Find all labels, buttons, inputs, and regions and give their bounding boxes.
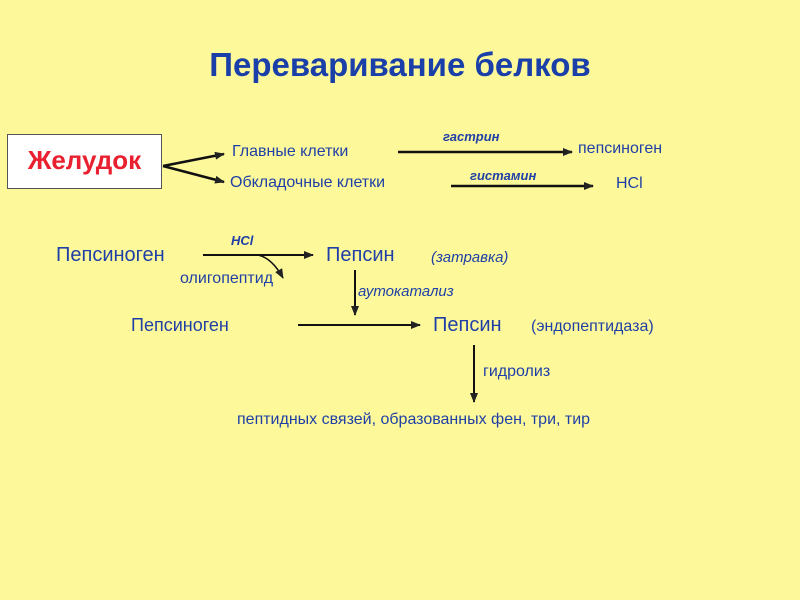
fork-arrow-down bbox=[162, 164, 225, 184]
histamine-label: гистамин bbox=[470, 168, 537, 183]
oligopeptide-branch-arrow bbox=[257, 254, 284, 279]
oligopeptide-label: олигопептид bbox=[180, 270, 274, 287]
hydrolysis-label: гидролиз bbox=[483, 363, 551, 380]
pepsin-1-label: Пепсин bbox=[326, 244, 395, 266]
fork-arrow-up bbox=[162, 151, 225, 168]
hcl-product-label: HCl bbox=[616, 175, 643, 192]
pepsinogen-2-label: Пепсиноген bbox=[131, 315, 229, 335]
autocatalysis-label: аутокатализ bbox=[358, 283, 454, 300]
pepsin-2-label: Пепсин bbox=[433, 314, 502, 336]
page-title: Переваривание белков bbox=[209, 46, 591, 83]
pepsinogen-product-label: пепсиноген bbox=[578, 140, 663, 157]
parietal-cells-label: Обкладочные клетки bbox=[230, 174, 386, 191]
endopeptidase-label: (эндопептидаза) bbox=[531, 318, 654, 335]
chief-cells-label: Главные клетки bbox=[232, 143, 349, 160]
hcl-activator-label: HCl bbox=[231, 233, 254, 248]
stomach-label: Желудок bbox=[27, 145, 142, 175]
stomach-box: Желудок bbox=[7, 134, 162, 189]
primer-label: (затравка) bbox=[431, 249, 509, 266]
gastrin-label: гастрин bbox=[443, 129, 500, 144]
pepsinogen-1-label: Пепсиноген bbox=[56, 244, 165, 266]
peptide-bonds-label: пептидных связей, образованных фен, три,… bbox=[237, 411, 591, 428]
